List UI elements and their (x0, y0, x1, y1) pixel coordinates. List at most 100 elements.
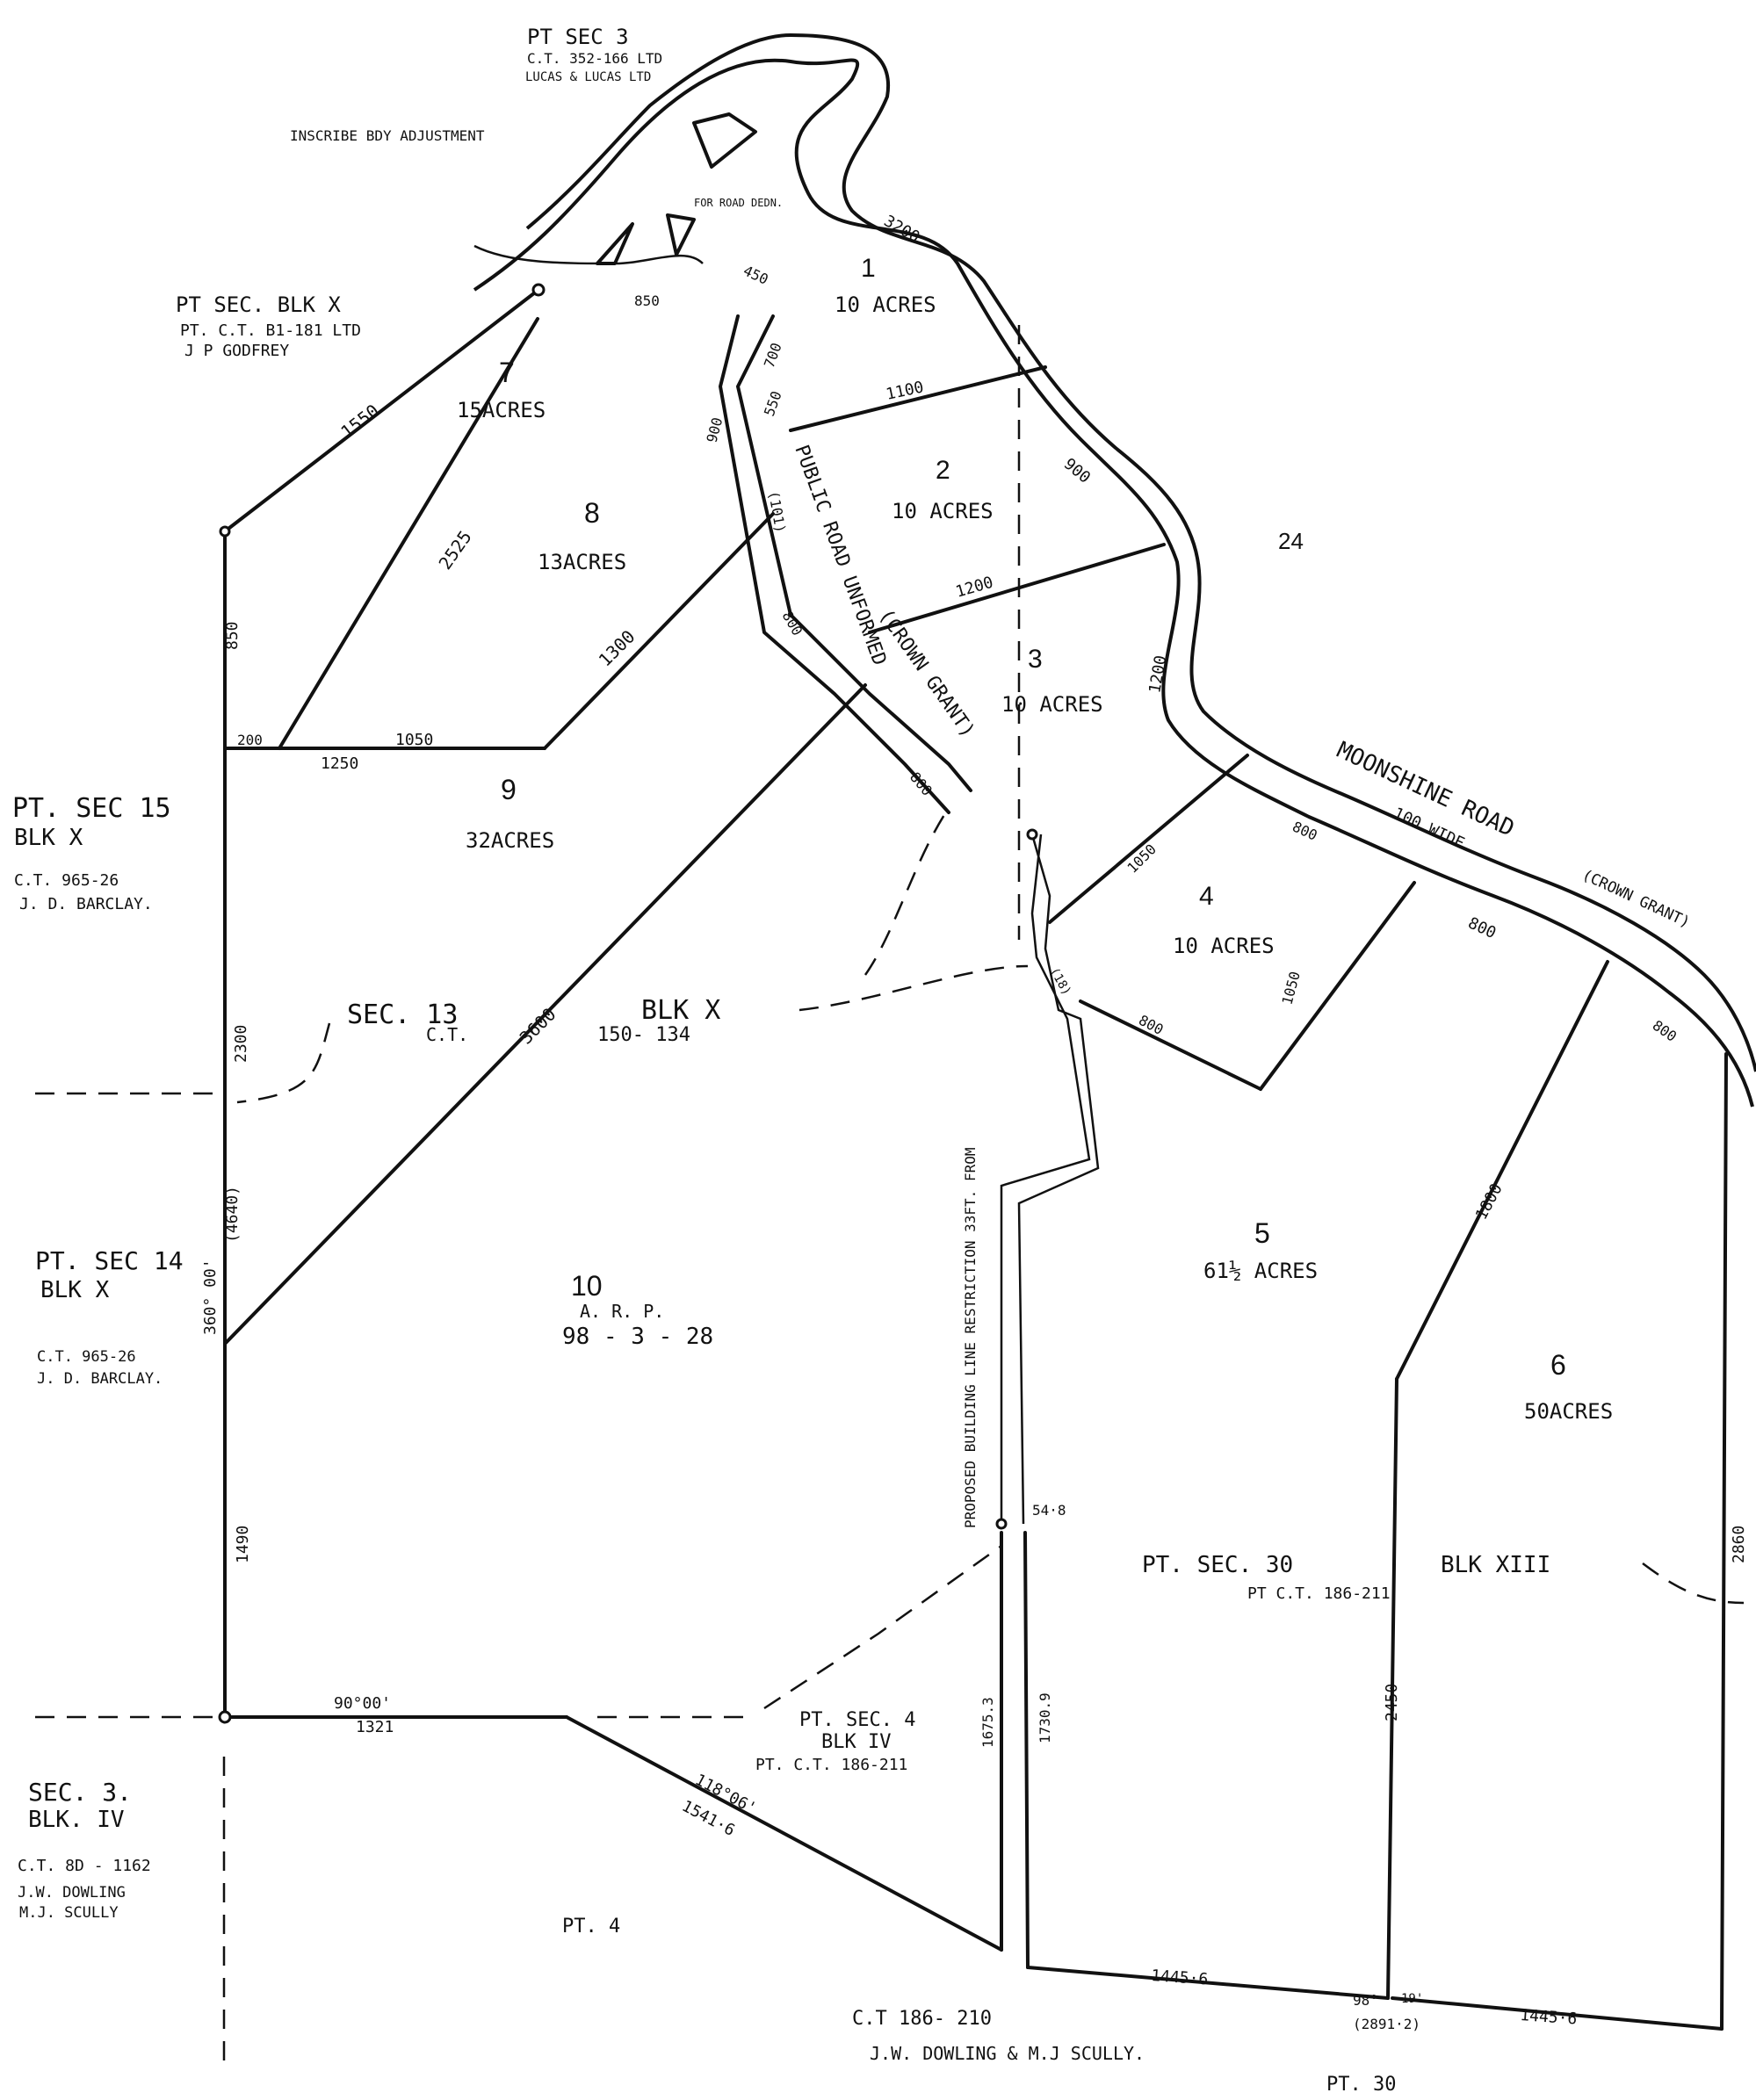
dim-18: (18) (1047, 965, 1074, 998)
dim-3600: 3600 (516, 1004, 560, 1049)
pt-sec3-title: PT SEC 3 (527, 25, 629, 49)
lot-3-number: 3 (1028, 645, 1043, 674)
bottom-ct: C.T 186- 210 (852, 2008, 992, 2030)
neighbour-labels: PT SEC 3 C.T. 352-166 LTD LUCAS & LUCAS … (12, 25, 1550, 2096)
pt-sec-blk-x-title: PT SEC. BLK X (176, 292, 341, 317)
pt-sec3-ct: C.T. 352-166 LTD (527, 50, 662, 67)
for-road-note: FOR ROAD DEDN. (694, 197, 783, 209)
notes: INSCRIBE BDY ADJUSTMENT FOR ROAD DEDN. P… (290, 127, 979, 1528)
lot-4-area: 10 ACRES (1173, 934, 1275, 958)
dim-1050a: 1050 (395, 731, 433, 749)
dim-1675-3: 1675.3 (979, 1697, 996, 1748)
sec13-title: SEC. 13 (347, 999, 458, 1030)
dim-36000: 360° 00' (201, 1259, 220, 1335)
dim-900a: 900 (704, 415, 726, 444)
dim-1445-6b: 1445·6 (1520, 2006, 1578, 2028)
dim-900b: 900 (1060, 455, 1094, 487)
dim-800e: 800 (1650, 1017, 1680, 1045)
pt-sec4-ct: PT. C.T. 186-211 (755, 1756, 907, 1774)
sec3-owner1: J.W. DOWLING (18, 1884, 126, 1902)
parcel-boundaries (223, 112, 1728, 2031)
lot-4-number: 4 (1199, 882, 1214, 911)
lot-8-number: 8 (584, 497, 600, 529)
pt-sec30-blk: BLK XIII (1441, 1552, 1550, 1578)
dim-450: 450 (741, 262, 770, 287)
sec15-ct: C.T. 965-26 (14, 871, 119, 890)
sec3-line1: SEC. 3. (28, 1778, 132, 1807)
dim-1445-6a: 1445·6 (1151, 1966, 1209, 1988)
dim-550: 550 (761, 389, 785, 419)
lot-10-area-header: A. R. P. (580, 1301, 664, 1322)
pt-sec3-owner: LUCAS & LUCAS LTD (525, 70, 651, 84)
pt4-label: PT. 4 (562, 1916, 620, 1938)
dim-1050b: 1050 (1124, 841, 1160, 877)
survey-marks (218, 283, 1038, 1724)
lot-24-number: 24 (1278, 528, 1304, 554)
public-road-label: PUBLIC ROAD UNFORMED (790, 443, 890, 668)
lot-9-number: 9 (501, 774, 517, 805)
lot-7-area: 15ACRES (457, 398, 546, 422)
lot-10-area: 98 - 3 - 28 (562, 1324, 713, 1350)
dim-3200: 3200 (881, 212, 923, 247)
moonshine-road (473, 32, 1756, 1108)
lot-labels: 1 10 ACRES 2 10 ACRES 3 10 ACRES 4 10 AC… (457, 254, 1613, 1424)
lot-3-area: 10 ACRES (1001, 692, 1103, 717)
dim-800f: 800 (1136, 1012, 1166, 1038)
sec15-owner: J. D. BARCLAY. (19, 895, 153, 913)
pt-sec-blk-x-ct: PT. C.T. B1-181 LTD (180, 321, 361, 340)
dim-800c: 800 (1290, 818, 1319, 843)
dim-1730-9: 1730.9 (1037, 1692, 1053, 1743)
dim-1800: 1800 (1472, 1180, 1507, 1223)
dim-98: 98° (1353, 1992, 1378, 2009)
dim-54-8: 54·8 (1032, 1502, 1066, 1519)
lot-2-number: 2 (936, 456, 950, 485)
lot-5-area: 61½ ACRES (1203, 1259, 1318, 1283)
lot-2-area: 10 ACRES (892, 499, 994, 523)
dim-2450: 2450 (1383, 1684, 1401, 1721)
dim-9000: 90°00' (334, 1694, 391, 1713)
pt-sec30-ct: PT C.T. 186-211 (1247, 1584, 1391, 1603)
dim-1321: 1321 (356, 1718, 394, 1736)
dim-19: 19' (1401, 1992, 1423, 2006)
dim-2891-2: (2891·2) (1353, 2016, 1420, 2032)
dim-1300: 1300 (595, 626, 640, 671)
sec15-line2: BLK X (14, 825, 83, 851)
sec13-blk: BLK X (641, 995, 720, 1026)
lot-7-number: 7 (499, 357, 515, 388)
lot-6-area: 50ACRES (1524, 1399, 1613, 1424)
dim-200: 200 (237, 732, 263, 748)
sec3-line2: BLK. IV (28, 1807, 125, 1833)
sec15-line1: PT. SEC 15 (12, 793, 171, 824)
dim-1250: 1250 (321, 754, 358, 773)
sec14-line2: BLK X (40, 1277, 110, 1303)
leader-lines (35, 325, 1745, 2073)
pt30-label: PT. 30 (1326, 2074, 1396, 2096)
dim-2525: 2525 (434, 527, 475, 574)
dim-2860: 2860 (1730, 1526, 1748, 1563)
public-road-note: (CROWN GRANT) (874, 605, 979, 741)
sec14-owner: J. D. BARCLAY. (37, 1370, 163, 1388)
dim-1490: 1490 (234, 1526, 252, 1563)
dim-1550: 1550 (336, 400, 383, 443)
sec13-ct-label: C.T. (426, 1024, 468, 1045)
lot-9-area: 32ACRES (466, 828, 554, 853)
dim-4640: (4640) (223, 1186, 242, 1243)
pt-sec4-line1: PT. SEC. 4 (799, 1709, 915, 1731)
sec13-ct: 150- 134 (597, 1024, 690, 1046)
dim-1200b: 1200 (1145, 654, 1170, 695)
sec14-line1: PT. SEC 14 (35, 1246, 184, 1275)
sec14-ct: C.T. 965-26 (37, 1348, 136, 1366)
lot-1-area: 10 ACRES (835, 292, 936, 317)
dim-1050c: 1050 (1279, 970, 1304, 1007)
pt-sec30-title: PT. SEC. 30 (1142, 1552, 1293, 1578)
building-line-note: PROPOSED BUILDING LINE RESTRICTION 33FT.… (962, 1148, 979, 1528)
sec3-ct: C.T. 8D - 1162 (18, 1857, 151, 1875)
dim-800d: 800 (1465, 913, 1499, 942)
dim-700: 700 (761, 341, 785, 371)
bottom-owner: J.W. DOWLING & M.J SCULLY. (870, 2043, 1145, 2064)
lot-6-number: 6 (1550, 1349, 1566, 1381)
pt-sec4-line2: BLK IV (821, 1731, 891, 1753)
dim-800a: 800 (779, 609, 806, 639)
moonshine-road-note: (CROWN GRANT) (1579, 866, 1693, 931)
